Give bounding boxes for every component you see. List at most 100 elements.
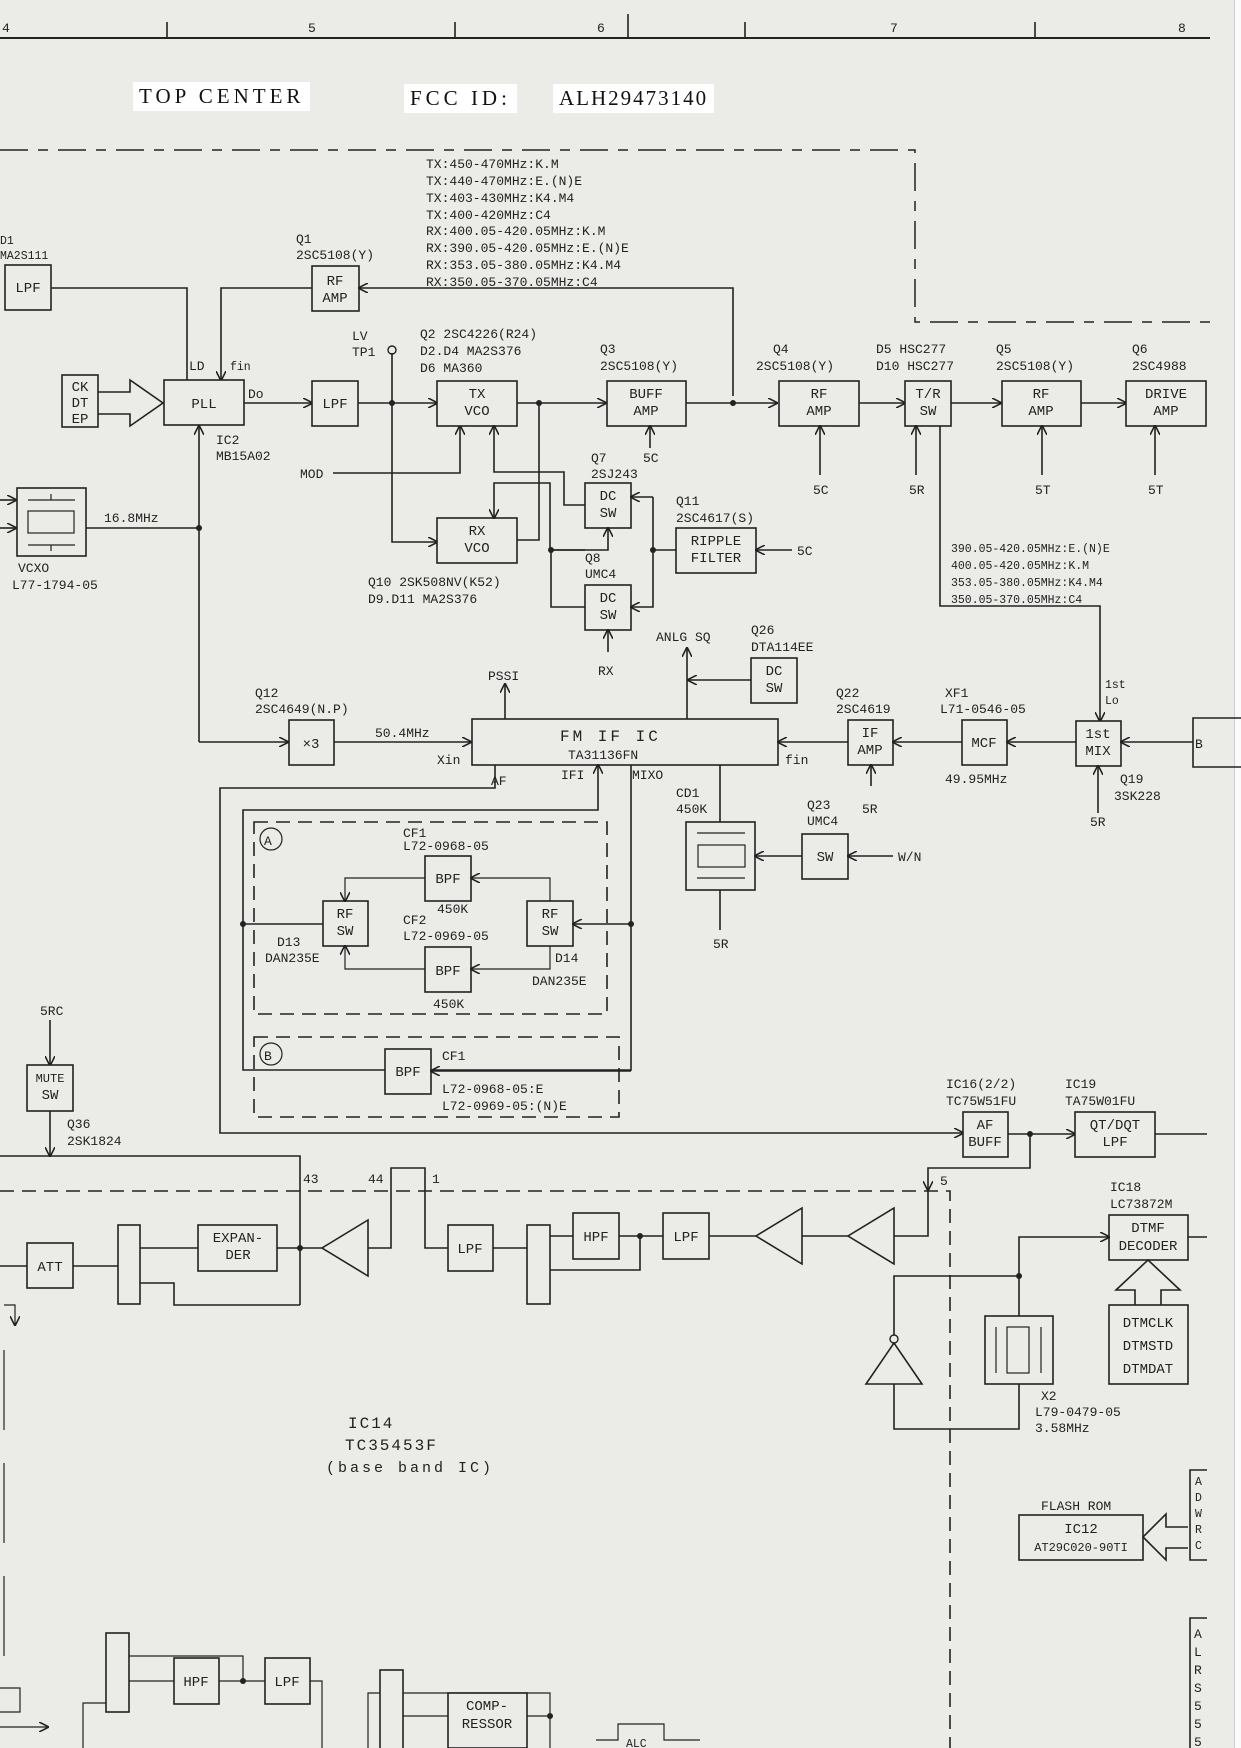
q4-rf-amp: Q4 2SC5108(Y) RF AMP 5C [756, 342, 860, 498]
zone-5: 5 [308, 21, 316, 36]
d13-rf-line2: SW [337, 924, 354, 940]
pll-block: PLL LD fin Do IC2 MB15A02 [163, 359, 271, 464]
q8-part: UMC4 [585, 567, 616, 582]
freq-row: RX:353.05-380.05MHz:K4.M4 [426, 258, 621, 273]
dtmdat: DTMDAT [1123, 1362, 1173, 1378]
q11-part: 2SC4617(S) [676, 511, 754, 526]
title-location: TOP CENTER [133, 82, 311, 111]
flash-ref: IC12 [1064, 1522, 1098, 1538]
ep-label: EP [72, 412, 89, 428]
q22-line1: IF [862, 726, 879, 742]
q11-line1: RIPPLE [691, 534, 741, 550]
q1-part: 2SC5108(Y) [296, 248, 374, 263]
mute-part: 2SK1824 [67, 1134, 122, 1149]
flash-title: FLASH ROM [1041, 1499, 1111, 1514]
vcxo-freq: 16.8MHz [104, 511, 159, 526]
x2-ref: X2 [1041, 1389, 1057, 1404]
lpf-d1-part: MA2S111 [0, 250, 48, 263]
audio-switch-rx [117, 1224, 141, 1305]
edge-letter: R [1195, 1524, 1202, 1537]
mix-lo-line1: 1st [1105, 679, 1126, 692]
q3-ref: Q3 [600, 342, 616, 357]
ic16-part: TC75W51FU [946, 1094, 1016, 1109]
q8-dc-sw: Q8 UMC4 DC SW RX [584, 551, 632, 679]
loop-lpf: LPF [311, 380, 359, 427]
freq-row: RX:350.05-370.05MHz:C4 [426, 275, 598, 290]
tp1-line2: TP1 [352, 345, 376, 360]
lpf-d1-block: D1 MA2S111 LPF [0, 235, 52, 311]
loop-lpf-label: LPF [322, 397, 347, 413]
trsw-box-line1: T/R [915, 387, 941, 403]
ic18-line1: DTMF [1131, 1221, 1165, 1237]
group-b-tag: B [264, 1049, 272, 1064]
mute-line1: MUTE [36, 1072, 65, 1086]
xf1-label: MCF [971, 736, 996, 752]
ic14-part: TC35453F [345, 1437, 438, 1455]
q26-dc-sw: Q26 DTA114EE DC SW [750, 623, 814, 704]
frequency-table: TX:450-470MHz:K.M TX:440-470MHz:E.(N)E T… [426, 157, 629, 290]
pll-label: PLL [191, 397, 216, 413]
fmif-pin-fin: fin [785, 753, 808, 768]
q22-supply: 5R [862, 802, 878, 817]
q8-line1: DC [600, 591, 617, 607]
amplifier-triangle [754, 1206, 803, 1266]
q6-supply: 5T [1148, 483, 1164, 498]
amplifier-triangle [846, 1206, 895, 1266]
edge-letter: D [1195, 1492, 1202, 1505]
expander-block: EXPAN- DER [197, 1224, 278, 1272]
flash-rom: FLASH ROM IC12 AT29C020-90TI [1018, 1499, 1188, 1562]
shield-boundary [0, 149, 1210, 323]
pll-ref: IC2 [216, 433, 239, 448]
q26-line1: DC [766, 664, 783, 680]
q5-part: 2SC5108(Y) [996, 359, 1074, 374]
tx-vco-line2: VCO [464, 404, 489, 420]
q22-ref: Q22 [836, 686, 859, 701]
q6-part: 2SC4988 [1132, 359, 1187, 374]
cd1-supply: 5R [713, 937, 729, 952]
edge-letter: W [1195, 1508, 1202, 1521]
q2-line2: D2.D4 MA2S376 [420, 344, 521, 359]
q5-rf-amp: Q5 2SC5108(Y) RF AMP 5T [996, 342, 1082, 498]
edge-letter: A [1194, 1627, 1202, 1642]
q2-line1: Q2 2SC4226(R24) [420, 327, 537, 342]
filter-group-b: B BPF CF1 L72-0968-05:E L72-0969-05:(N)E [253, 1036, 620, 1118]
edge-letter: 5 [1194, 1699, 1202, 1714]
mix-lo-line2: Lo [1105, 695, 1119, 708]
q12-tripler: Q12 2SC4649(N.P) ×3 50.4MHz [255, 686, 430, 766]
rx-vco: RX VCO Q10 2SK508NV(K52) D9.D11 MA2S376 [368, 517, 518, 607]
group-b-cf1: CF1 [442, 1049, 466, 1064]
q11-ripple-filter: Q11 2SC4617(S) RIPPLE FILTER 5C [675, 494, 813, 574]
ic14-ref: IC14 [348, 1415, 394, 1433]
dtmclk: DTMCLK [1123, 1316, 1174, 1332]
vcxo-part: L77-1794-05 [12, 578, 98, 593]
compressor-line1: COMP- [466, 1699, 508, 1715]
q11-line2: FILTER [691, 551, 742, 567]
q5-line1: RF [1033, 387, 1050, 403]
q4-line2: AMP [806, 404, 831, 420]
cf2-part: L72-0969-05 [403, 929, 489, 944]
q22-part: 2SC4619 [836, 702, 891, 717]
d14-part: DAN235E [532, 974, 587, 989]
q1-line2: AMP [322, 291, 347, 307]
trsw-line1: D5 HSC277 [876, 342, 946, 357]
expander-line1: EXPAN- [213, 1231, 263, 1247]
edge-letter: C [1195, 1540, 1202, 1553]
q3-line2: AMP [633, 404, 658, 420]
x2-freq: 3.58MHz [1035, 1421, 1090, 1436]
xf1-freq: 49.95MHz [945, 772, 1007, 787]
audio-switch-rx2 [526, 1224, 551, 1305]
pin-43: 43 [303, 1172, 319, 1187]
ic19-qt-lpf: IC19 TA75W01FU QT/DQT LPF [1065, 1077, 1156, 1158]
cf1-freq: 450K [437, 902, 468, 917]
cf2-freq: 450K [433, 997, 464, 1012]
pin-5: 5 [940, 1174, 948, 1189]
pssi-label: PSSI [488, 669, 519, 684]
cf2-ref: CF2 [403, 913, 426, 928]
group-b-bpf-label: BPF [395, 1065, 420, 1081]
q23-part: UMC4 [807, 814, 838, 829]
rx-vco-part2: D9.D11 MA2S376 [368, 592, 477, 607]
zone-6: 6 [597, 21, 605, 36]
lo-freq-row: 400.05-420.05MHz:K.M [951, 560, 1089, 573]
fmif-line2: TA31136FN [568, 748, 638, 763]
